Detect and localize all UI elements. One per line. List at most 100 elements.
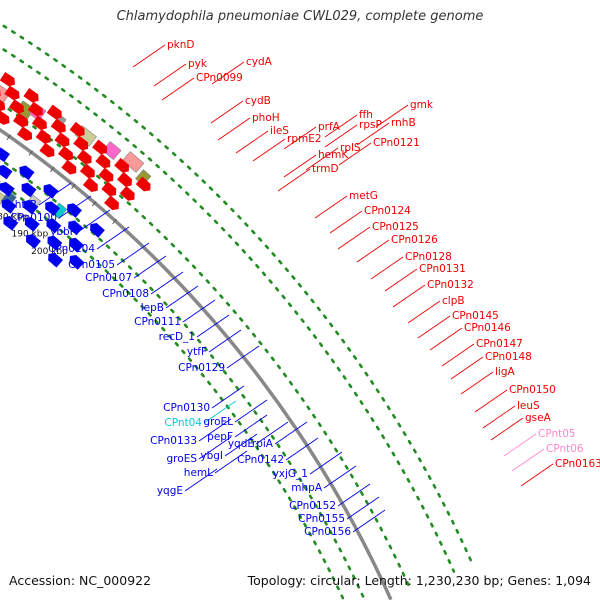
forward-gene-arrow bbox=[135, 176, 151, 192]
leader-line bbox=[235, 130, 269, 154]
forward-gene-arrow-shape bbox=[101, 181, 117, 197]
gene-label-text: yqdE bbox=[228, 438, 254, 450]
genome-backbone bbox=[0, 127, 393, 600]
forward-gene-arrow-shape bbox=[0, 110, 10, 125]
dotted-ring-2 bbox=[0, 45, 456, 573]
forward-label-pknd: pknD bbox=[132, 39, 195, 68]
forward-gene-arrow-shape bbox=[98, 167, 114, 183]
topology-text: Topology: circular; Length: 1,230,230 bp… bbox=[247, 573, 591, 588]
leader-line bbox=[309, 451, 343, 475]
forward-label-cpn0163: CPn0163 bbox=[520, 458, 600, 487]
reverse-label-yqde: yqdE bbox=[228, 421, 289, 450]
reverse-gene-arrow-shape bbox=[43, 184, 59, 199]
forward-gene-arrow-shape bbox=[8, 99, 24, 114]
gene-label-text: CPn0152 bbox=[289, 500, 336, 512]
reverse-label-lepb: lepB bbox=[141, 285, 199, 314]
forward-label-hemk: hemK bbox=[283, 149, 349, 178]
reverse-label-cpn0129: CPn0129 bbox=[178, 345, 260, 374]
reverse-label-cpn0155: CPn0155 bbox=[298, 496, 380, 525]
accession-text: Accession: NC_000922 bbox=[9, 573, 152, 588]
forward-gene-arrow bbox=[12, 112, 29, 128]
forward-gene-arrow bbox=[0, 96, 6, 112]
reverse-gene-arrow bbox=[0, 147, 10, 163]
reverse-label-htrb: htrB bbox=[15, 182, 72, 211]
gene-label-text: pknD bbox=[167, 39, 195, 51]
gene-label-text: CPn0107 bbox=[85, 272, 132, 284]
gene-label-text: CPn0121 bbox=[373, 137, 420, 149]
gene-label-text: CPn0130 bbox=[163, 402, 210, 414]
forward-gene-arrow-shape bbox=[95, 153, 111, 169]
reverse-gene-arrow-shape bbox=[0, 164, 13, 180]
gene-label-text: CPn0104 bbox=[48, 243, 95, 255]
reverse-label-cpn0133: CPn0133 bbox=[150, 418, 232, 447]
gene-label-text: htrB bbox=[15, 199, 37, 211]
gene-label-text: CPn0148 bbox=[485, 351, 532, 363]
forward-label-cpn0150: CPn0150 bbox=[474, 384, 556, 413]
forward-gene-arrow-shape bbox=[114, 157, 129, 173]
gene-label-text: groES bbox=[167, 453, 198, 465]
forward-gene-arrow-shape bbox=[23, 88, 39, 103]
gene-label-text: ligA bbox=[495, 366, 515, 378]
forward-gene-arrow bbox=[117, 171, 132, 187]
leader-line bbox=[165, 285, 199, 309]
gene-block bbox=[122, 151, 145, 173]
leader-line bbox=[274, 421, 308, 445]
forward-gene-arrow-shape bbox=[50, 118, 66, 134]
reverse-gene-arrow bbox=[69, 237, 84, 253]
forward-label-cpn0147: CPn0147 bbox=[441, 338, 523, 367]
gene-label-text: clpB bbox=[442, 295, 465, 307]
forward-gene-arrow bbox=[92, 139, 107, 155]
reverse-label-cpn0142: CPn0142 bbox=[237, 437, 319, 466]
forward-label-cpnt05: CPnt05 bbox=[503, 428, 576, 457]
forward-gene-arrow-shape bbox=[4, 85, 20, 101]
forward-label-cpn0125: CPn0125 bbox=[337, 221, 419, 250]
reverse-gene-arrow bbox=[23, 199, 39, 215]
gene-label-text: rnhB bbox=[391, 117, 416, 129]
reverse-label-yxjg-1: yxjG_1 bbox=[273, 451, 343, 480]
leader-line bbox=[490, 417, 524, 441]
forward-label-ffh: ffh bbox=[324, 109, 373, 138]
leader-line bbox=[198, 436, 232, 460]
gene-label-text: ileS bbox=[270, 125, 289, 137]
reverse-gene-arrow bbox=[90, 223, 105, 238]
leader-line bbox=[337, 483, 371, 507]
gene-label-text: gseA bbox=[525, 412, 552, 424]
reverse-gene-arrow-shape bbox=[24, 217, 40, 232]
map-title: Chlamydophila pneumoniae CWL029, complet… bbox=[116, 9, 484, 24]
forward-gene-arrow bbox=[95, 153, 111, 169]
forward-label-rnhb: rnhB bbox=[356, 117, 416, 146]
gene-label-text: cydA bbox=[246, 56, 273, 68]
gene-block bbox=[102, 141, 122, 160]
gene-label-text: CPn0100 bbox=[10, 212, 57, 224]
forward-label-gmk: gmk bbox=[375, 99, 434, 128]
reverse-gene-arrow-shape bbox=[47, 235, 63, 251]
tick-mark bbox=[71, 183, 76, 189]
reverse-gene-arrow-shape bbox=[67, 203, 82, 218]
forward-label-pyk: pyk bbox=[153, 58, 208, 87]
forward-gene-arrow bbox=[73, 135, 89, 151]
leader-line bbox=[184, 468, 218, 492]
gene-label-text: recD_1 bbox=[159, 331, 195, 343]
forward-gene-arrow bbox=[98, 167, 114, 183]
gene-label-text: CPn0128 bbox=[405, 251, 452, 263]
reverse-label-cpn0152: CPn0152 bbox=[289, 483, 371, 512]
forward-label-liga: ligA bbox=[460, 366, 515, 395]
forward-gene-arrow-shape bbox=[69, 121, 85, 137]
reverse-gene-arrow bbox=[19, 165, 35, 181]
forward-gene-arrow-shape bbox=[119, 185, 135, 201]
leader-line bbox=[208, 329, 242, 353]
forward-gene-arrow-shape bbox=[12, 112, 29, 128]
dotted-ring-5 bbox=[0, 181, 346, 600]
gene-label-text: CPn0125 bbox=[372, 221, 419, 233]
reverse-label-ytff: ytfF bbox=[187, 329, 242, 358]
reverse-gene-arrow-shape bbox=[23, 199, 39, 215]
forward-gene-arrow bbox=[31, 115, 47, 130]
leader-line bbox=[511, 448, 545, 472]
forward-gene-arrow bbox=[17, 126, 33, 141]
leader-line bbox=[198, 418, 232, 442]
forward-gene-arrow-shape bbox=[46, 104, 62, 120]
forward-gene-arrow-shape bbox=[79, 163, 95, 179]
leader-line bbox=[375, 104, 409, 128]
reverse-label-rpia: rpiA bbox=[252, 421, 308, 450]
leader-line bbox=[356, 122, 390, 146]
